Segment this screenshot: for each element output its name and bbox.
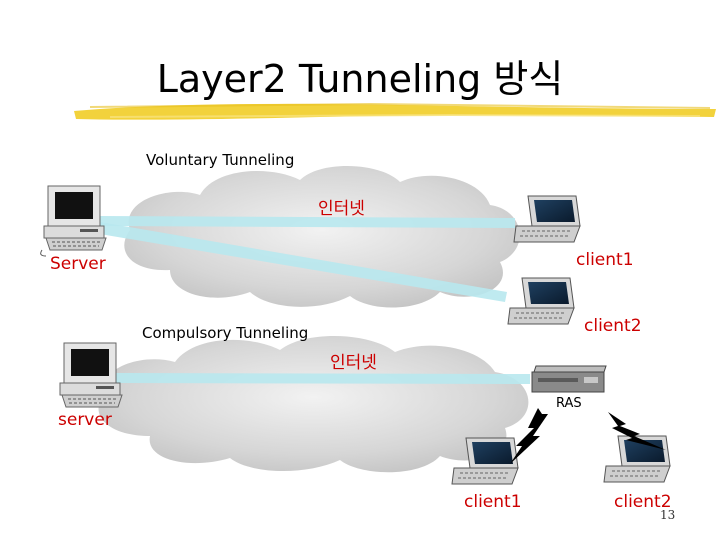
compulsory-tunneling-heading: Compulsory Tunneling [142,324,309,342]
client2-label-compulsory: client2 [614,492,672,512]
internet-label-voluntary: 인터넷 [318,199,365,219]
client1-label-compulsory: client1 [464,492,522,512]
title-underline [74,102,716,120]
ras-server-icon [531,365,607,393]
page-number: 13 [660,508,676,522]
page-title: Layer2 Tunneling 방식 [156,57,564,101]
internet-label-compulsory: 인터넷 [330,353,377,373]
server-label-lower: server [58,410,112,430]
lightning-icon [608,412,666,450]
compulsory-tunnel [108,373,530,384]
client1-label-voluntary: client1 [576,250,634,270]
desktop-computer-icon [40,185,107,257]
laptop-icon [451,437,519,485]
internet-cloud-compulsory [98,335,529,473]
server-label: Server [50,254,106,274]
voluntary-tunneling-heading: Voluntary Tunneling [146,151,295,169]
laptop-icon [513,195,581,243]
lightning-icon [510,408,548,464]
ras-label: RAS [556,396,582,411]
laptop-icon [507,277,575,325]
client2-label-voluntary: client2 [584,316,642,336]
voluntary-tunnel-to-client1 [100,216,515,228]
desktop-computer-icon [59,342,123,408]
laptop-icon [603,435,671,483]
voluntary-tunnel-to-client2 [100,222,507,302]
internet-cloud-voluntary [124,165,520,308]
